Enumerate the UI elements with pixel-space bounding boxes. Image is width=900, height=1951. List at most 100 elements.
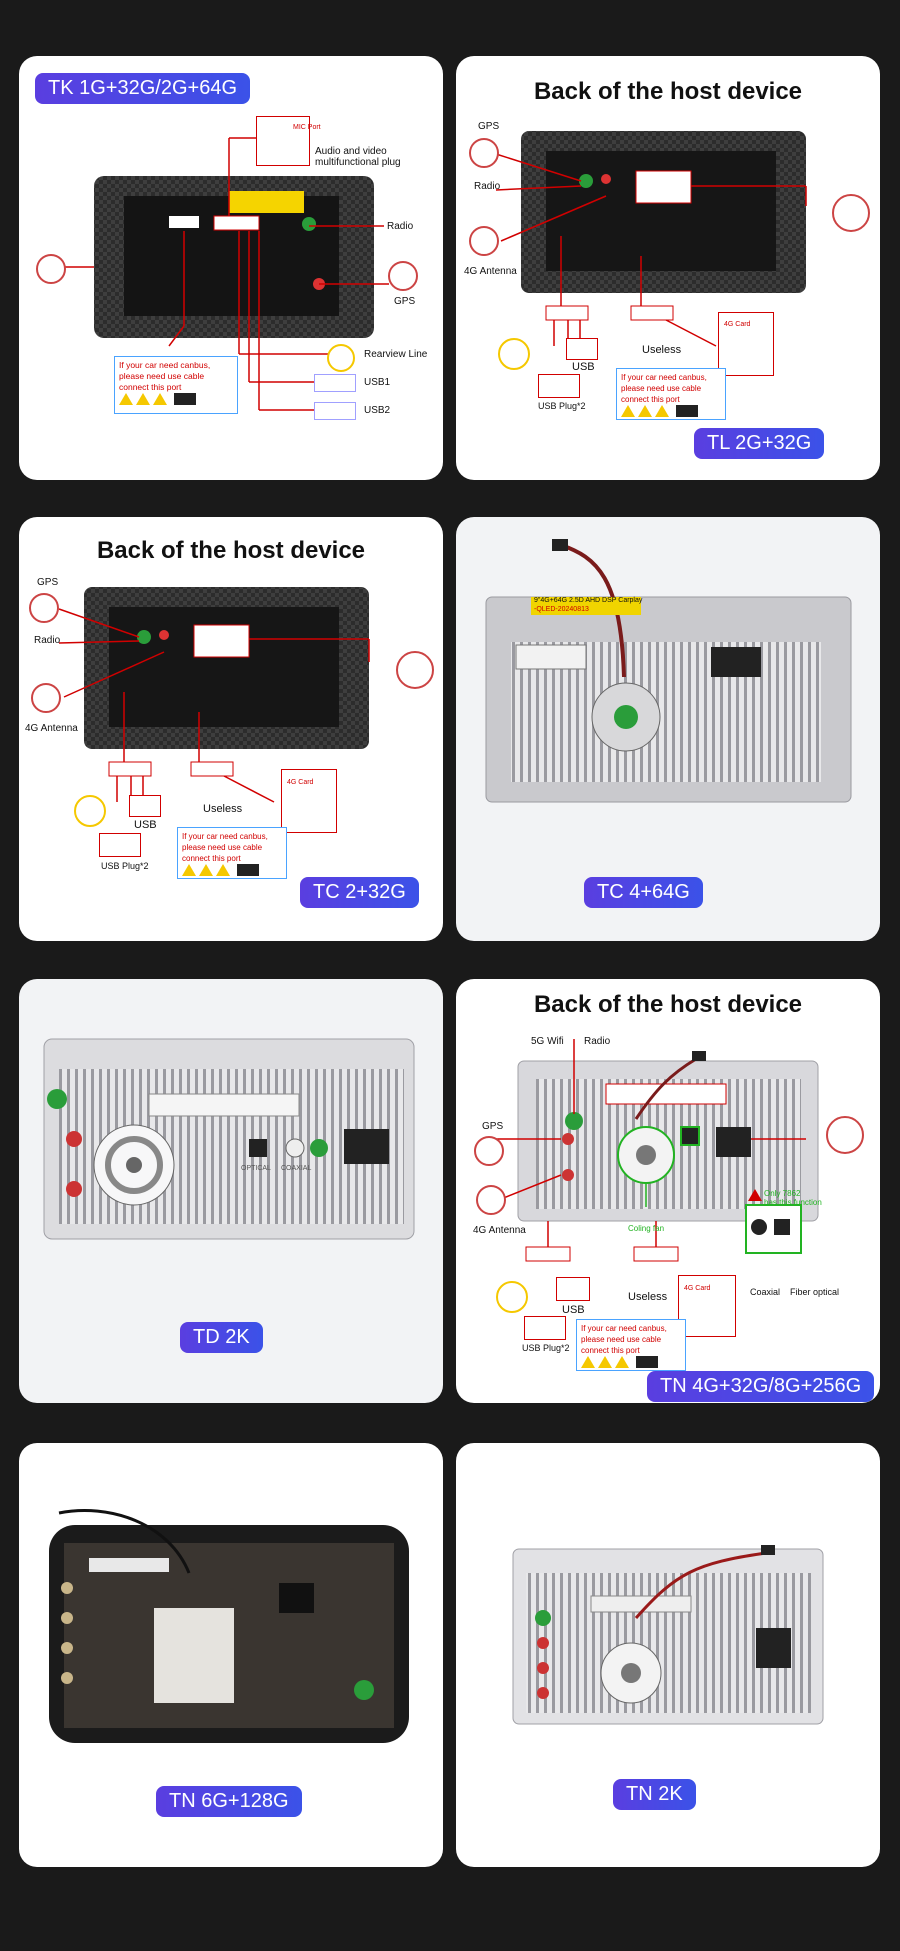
useless-label: Useless	[642, 344, 682, 356]
warning-icon	[615, 1356, 629, 1368]
canbus-warning: If your car need canbus,please need use …	[114, 356, 238, 414]
gps-label: GPS	[482, 1121, 504, 1132]
host-back-photo	[49, 1509, 409, 1743]
usb-cable-icon	[566, 338, 598, 360]
radio-label: Radio	[34, 635, 61, 646]
model-badge: TN 4G+32G/8G+256G	[647, 1371, 875, 1402]
usb-plug-label: USB Plug*2	[538, 401, 586, 411]
canbus-warning: If your car need canbus,please need use …	[576, 1319, 686, 1371]
card-cable-icon	[281, 769, 337, 833]
antenna-label: 4G Antenna	[25, 723, 78, 734]
card-label: 4G Card	[287, 779, 314, 786]
gps-antenna-icon	[474, 1136, 504, 1166]
mic-cable-icon	[256, 116, 310, 166]
wifi-label: 5G Wifi	[531, 1036, 564, 1047]
coaxial-label: Coaxial	[750, 1287, 781, 1297]
model-badge: TD 2K	[180, 1322, 263, 1353]
product-card-td-2k: OPTICAL COAXIAL TD 2K	[19, 979, 443, 1403]
diagram-title: Back of the host device	[533, 78, 803, 105]
model-badge: TN 2K	[613, 1779, 696, 1810]
model-badge: TC 2+32G	[300, 877, 419, 908]
antenna-icon	[469, 226, 499, 256]
cooling-fan-label: Coling fan	[628, 1224, 665, 1233]
host-back-diagram	[496, 1039, 819, 1262]
useless-label: Useless	[628, 1291, 668, 1303]
warning-icon	[216, 864, 230, 876]
warning-icon	[153, 393, 167, 405]
usb1-label: USB1	[364, 377, 391, 388]
product-card-tl: Back of the host device GPS Radio 4G Ant…	[456, 56, 880, 480]
antenna-icon	[476, 1185, 506, 1215]
usb-cable-icon	[538, 374, 580, 398]
diagram-title: Back of the host device	[533, 991, 803, 1018]
radio-label: Radio	[474, 181, 501, 192]
steering-wheel-icon	[826, 1116, 864, 1154]
model-badge: TC 4+64G	[584, 877, 703, 908]
has-function-label: has this function	[764, 1198, 822, 1207]
host-back-diagram	[37, 137, 389, 411]
host-back-diagram	[495, 131, 807, 356]
warning-icon	[182, 864, 196, 876]
optical-label: OPTICAL	[241, 1165, 271, 1172]
steering-wheel-icon	[396, 651, 434, 689]
gps-label: GPS	[394, 296, 416, 307]
steering-wheel-icon	[36, 254, 66, 284]
warning-icon	[581, 1356, 595, 1368]
model-badge: TN 6G+128G	[156, 1786, 302, 1817]
warning-icon	[119, 393, 133, 405]
usb2-label: USB2	[364, 405, 391, 416]
gps-label: GPS	[37, 577, 59, 588]
rca-plug-icon	[498, 338, 530, 370]
usb-label: USB	[134, 819, 157, 831]
usb-cable-icon	[556, 1277, 590, 1301]
sticker-text: -QLED-20240813	[534, 606, 589, 613]
rca-plug-icon	[496, 1281, 528, 1313]
host-back-photo	[43, 1038, 415, 1240]
mic-port-label: MIC Port	[293, 124, 321, 131]
diagram-title: Back of the host device	[96, 537, 366, 564]
host-back-photo	[512, 1545, 824, 1725]
model-badge: TK 1G+32G/2G+64G	[35, 73, 250, 104]
usb-cable-icon	[314, 402, 356, 420]
warning-icon	[598, 1356, 612, 1368]
steering-wheel-icon	[832, 194, 870, 232]
usb-cable-icon	[314, 374, 356, 392]
multifunctional-label: multifunctional plug	[315, 157, 401, 168]
radio-label: Radio	[584, 1036, 611, 1047]
canbus-warning: If your car need canbus,please need use …	[616, 368, 726, 420]
product-card-tk: TK 1G+32G/2G+64G MIC Port Audio and vide…	[19, 56, 443, 480]
card-label: 4G Card	[724, 321, 751, 328]
usb-cable-icon	[99, 833, 141, 857]
rearview-label: Rearview Line	[364, 349, 428, 360]
product-card-tn-4g: Back of the host device 5G Wifi Radio GP…	[456, 979, 880, 1403]
antenna-icon	[31, 683, 61, 713]
usb-label: USB	[572, 361, 595, 373]
gps-antenna-icon	[29, 593, 59, 623]
useless-label: Useless	[203, 803, 243, 815]
product-card-tc-4-64: 9"4G+64G 2.5D AHD DSP Carplay -QLED-2024…	[456, 517, 880, 941]
fiber-optical-label: Fiber optical	[790, 1287, 840, 1297]
warning-icon	[136, 393, 150, 405]
canbus-warning: If your car need canbus,please need use …	[177, 827, 287, 879]
usb-plug-label: USB Plug*2	[522, 1343, 570, 1353]
product-card-tc-2-32: Back of the host device GPS Radio 4G Ant…	[19, 517, 443, 941]
radio-label: Radio	[387, 221, 414, 232]
usb-cable-icon	[129, 795, 161, 817]
card-label: 4G Card	[684, 1285, 711, 1292]
warning-icon	[199, 864, 213, 876]
gps-antenna-icon	[388, 261, 418, 291]
host-back-photo	[485, 539, 852, 803]
warning-icon	[621, 405, 635, 417]
only-7862-label: Only 7862	[764, 1189, 801, 1198]
antenna-label: 4G Antenna	[464, 266, 517, 277]
sticker-text: 9"4G+64G 2.5D AHD DSP Carplay	[534, 597, 643, 604]
usb-plug-label: USB Plug*2	[101, 861, 149, 871]
card-cable-icon	[678, 1275, 736, 1337]
warning-icon	[638, 405, 652, 417]
host-back-diagram	[58, 587, 370, 812]
model-badge: TL 2G+32G	[694, 428, 825, 459]
coaxial-label: COAXIAL	[281, 1165, 312, 1172]
warning-icon	[655, 405, 669, 417]
audio-video-label: Audio and video	[315, 146, 387, 157]
rca-plug-icon	[327, 344, 355, 372]
